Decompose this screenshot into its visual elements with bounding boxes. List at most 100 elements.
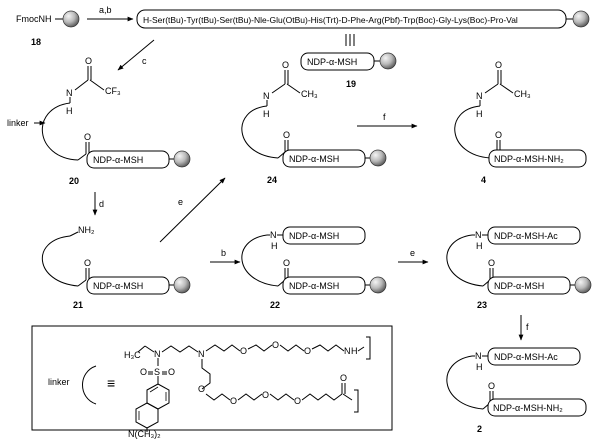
svg-text:NH₂: NH₂ (78, 225, 95, 235)
peptide-label: NDP-α-MSH (494, 281, 544, 291)
peptide-label: NDP-α-MSH (307, 57, 357, 67)
resin-bead (173, 150, 191, 168)
linker-label: linker (7, 118, 29, 128)
compound-number-19: 19 (346, 79, 356, 89)
svg-text:N: N (476, 91, 483, 101)
svg-text:O: O (282, 60, 289, 70)
legend-linker-label: linker (48, 377, 70, 387)
svg-text:O: O (283, 130, 290, 140)
legend-frame (31, 325, 393, 431)
peptide-label: NDP-α-MSH (289, 281, 339, 291)
svg-text:CH₃: CH₃ (301, 89, 318, 99)
peptide-label: NDP-α-MSH-NH₂ (493, 403, 563, 413)
resin-bead (379, 52, 397, 70)
resin-bead (173, 276, 191, 294)
compound-20: linker N H O CF₃ O NDP-α-MSH 20 (7, 56, 191, 186)
reagent-label-d: d (99, 199, 104, 209)
equiv-symbol: ≡ (107, 375, 115, 391)
svg-text:O: O (272, 340, 279, 350)
svg-text:H: H (476, 109, 483, 119)
svg-text:H: H (476, 241, 483, 251)
compound-22: N H NDP-α-MSH O NDP-α-MSH 22 (241, 226, 387, 310)
compound-2: N H NDP-α-MSH-Ac O NDP-α-MSH-NH₂ 2 (446, 347, 587, 434)
peptide-label: NDP-α-MSH-NH₂ (494, 154, 564, 164)
compound-4: N H O CH₃ O NDP-α-MSH-NH₂ 4 (454, 60, 587, 185)
compound-19: NDP-α-MSH 19 (300, 52, 397, 89)
svg-text:O: O (240, 346, 247, 356)
svg-text:N: N (263, 91, 270, 101)
compound-number-22: 22 (270, 300, 280, 310)
compound-number-2: 2 (477, 424, 482, 434)
svg-text:H: H (263, 109, 270, 119)
compound-number-20: 20 (69, 176, 79, 186)
compound-number-21: 21 (73, 300, 83, 310)
resin-bead (62, 10, 80, 28)
svg-text:O: O (85, 56, 92, 66)
svg-text:O: O (230, 396, 237, 406)
svg-text:N: N (66, 88, 73, 98)
svg-text:N: N (270, 230, 277, 240)
reagent-label-a-b: a,b (99, 5, 112, 15)
peptide-label: NDP-α-MSH (93, 281, 143, 291)
resin-bead (572, 10, 590, 28)
svg-text:CF₃: CF₃ (105, 86, 121, 96)
svg-text:H: H (66, 106, 73, 116)
svg-text:N: N (475, 351, 482, 361)
svg-text:O: O (488, 381, 495, 391)
svg-text:N: N (475, 230, 482, 240)
resin-bead (369, 149, 387, 167)
peptide-label: NDP-α-MSH (93, 155, 143, 165)
compound-21: NH₂ O NDP-α-MSH 21 (42, 225, 191, 310)
compound-number-24: 24 (267, 175, 277, 185)
svg-text:O: O (84, 258, 91, 268)
fmocnh-label: FmocNH (16, 14, 52, 24)
svg-text:H: H (351, 346, 358, 356)
svg-text:O: O (262, 390, 269, 400)
arrow-c (117, 39, 155, 71)
svg-text:O: O (140, 367, 147, 377)
svg-text:O: O (488, 258, 495, 268)
compound-number-23: 23 (477, 300, 487, 310)
svg-text:CH₃: CH₃ (514, 89, 531, 99)
svg-text:O: O (84, 132, 91, 142)
compound-number-4: 4 (481, 175, 486, 185)
svg-text:N: N (154, 349, 161, 359)
linker-legend: linker ≡ N(CH₃)₂ S O O N H₃C N O O (31, 325, 393, 439)
svg-text:H₃C: H₃C (124, 350, 141, 360)
svg-text:O: O (304, 346, 311, 356)
svg-text:O: O (340, 373, 347, 383)
reagent-label-f-2: f (526, 322, 529, 332)
reagent-label-f-1: f (383, 112, 386, 122)
svg-text:H: H (476, 362, 483, 372)
svg-text:O: O (168, 367, 175, 377)
reagent-label-e-2: e (410, 248, 415, 258)
peptide-top-label: NDP-α-MSH (289, 231, 339, 241)
arrow-e-1 (159, 177, 226, 243)
svg-text:O: O (283, 258, 290, 268)
peptide-sequence: H-Ser(tBu)-Tyr(tBu)-Ser(tBu)-Nle-Glu(OtB… (136, 9, 590, 29)
svg-text:O: O (495, 130, 502, 140)
equivalence-symbol (345, 34, 355, 46)
svg-text:O: O (198, 384, 205, 394)
svg-text:N: N (344, 346, 351, 356)
reagent-label-c: c (142, 56, 147, 66)
peptide-label: NDP-α-MSH (289, 154, 339, 164)
svg-text:S: S (154, 367, 160, 377)
svg-text:O: O (294, 396, 301, 406)
svg-text:N(CH₃)₂: N(CH₃)₂ (128, 429, 161, 439)
compound-18: FmocNH 18 (16, 10, 80, 47)
compound-23: N H NDP-α-MSH-Ac O NDP-α-MSH 23 (446, 226, 592, 310)
peptide-top-label: NDP-α-MSH-Ac (494, 352, 558, 362)
peptide-top-label: NDP-α-MSH-Ac (494, 231, 558, 241)
resin-bead (574, 276, 592, 294)
resin-bead (369, 276, 387, 294)
sequence-text: H-Ser(tBu)-Tyr(tBu)-Ser(tBu)-Nle-Glu(OtB… (143, 15, 518, 25)
svg-text:H: H (271, 241, 278, 251)
svg-text:N: N (198, 349, 205, 359)
svg-text:O: O (495, 60, 502, 70)
reagent-label-b: b (221, 248, 226, 258)
reagent-label-e-1: e (178, 197, 183, 207)
compound-number-18: 18 (31, 37, 41, 47)
compound-24: N H O CH₃ O NDP-α-MSH 24 (241, 60, 387, 185)
